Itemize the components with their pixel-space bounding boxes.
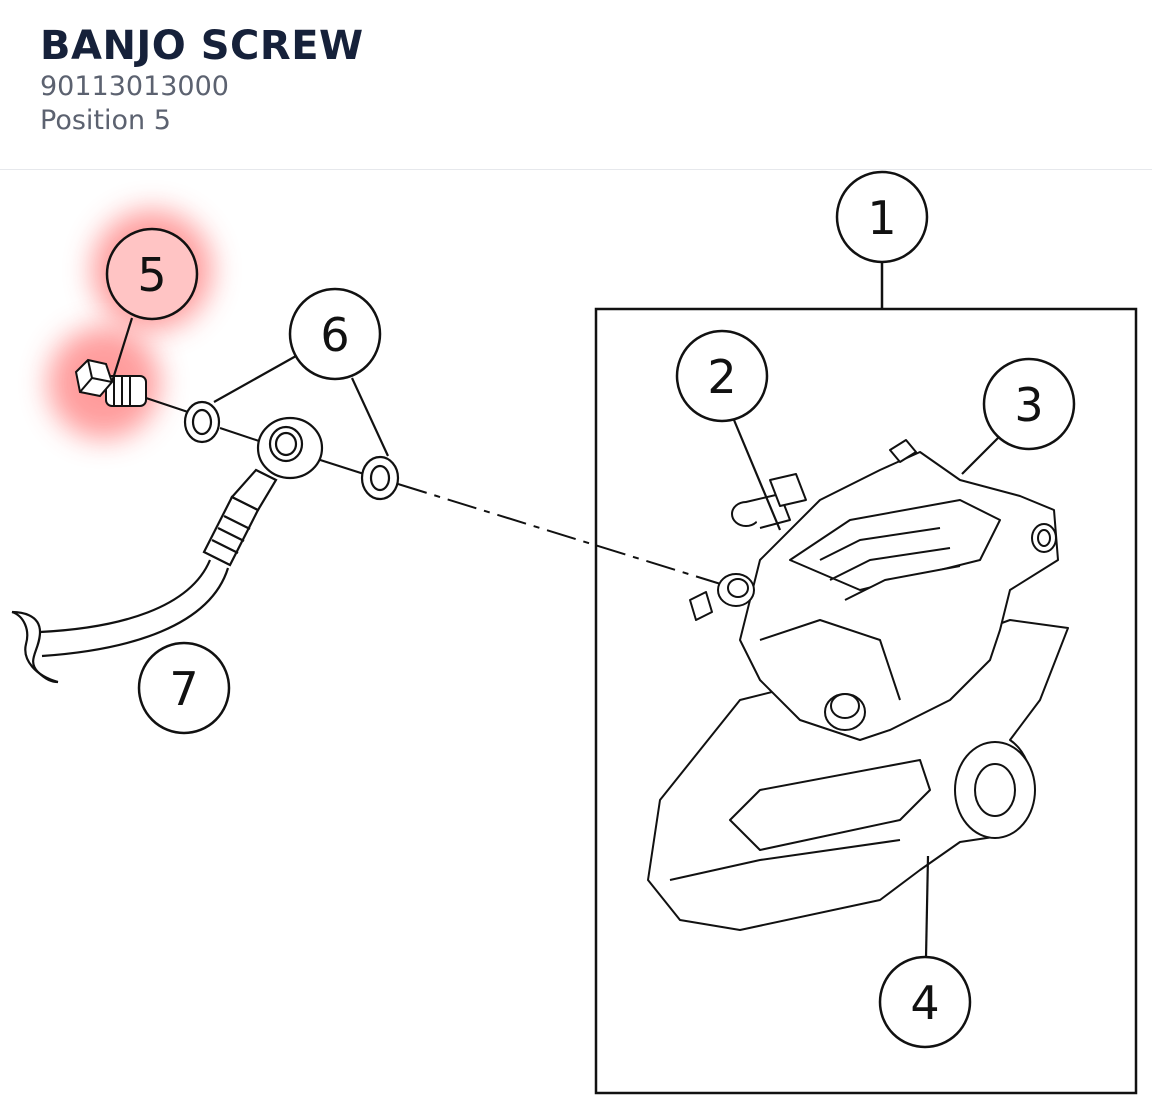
assembly-frame (594, 307, 1138, 1095)
callout-2[interactable]: 2 (675, 329, 769, 423)
callout-7-label: 7 (169, 662, 198, 716)
part-header: BANJO SCREW 90113013000 Position 5 (0, 0, 1152, 170)
part-number: 90113013000 (40, 71, 229, 102)
callout-6-label: 6 (320, 308, 349, 362)
part-position: Position 5 (40, 105, 171, 136)
callout-7[interactable]: 7 (137, 641, 231, 735)
part-title: BANJO SCREW (40, 23, 364, 69)
callout-6[interactable]: 6 (288, 287, 382, 381)
brake-line-part[interactable] (11, 416, 324, 684)
callout-leaders (110, 317, 999, 959)
sealing-washer-lower[interactable] (360, 455, 400, 501)
callout-4-label: 4 (910, 976, 939, 1030)
callout-2-label: 2 (707, 350, 736, 404)
brake-caliper-part[interactable] (647, 439, 1069, 931)
callout-5-label: 5 (137, 248, 166, 302)
banjo-screw-part[interactable] (74, 358, 147, 407)
callout-1[interactable]: 1 (835, 170, 929, 264)
callout-3-label: 3 (1014, 378, 1043, 432)
callout-4[interactable]: 4 (878, 955, 972, 1049)
callout-5[interactable]: 5 (105, 227, 199, 321)
callout-3[interactable]: 3 (982, 357, 1076, 451)
callout-1-label: 1 (867, 191, 896, 245)
sealing-washer-upper[interactable] (183, 400, 221, 444)
